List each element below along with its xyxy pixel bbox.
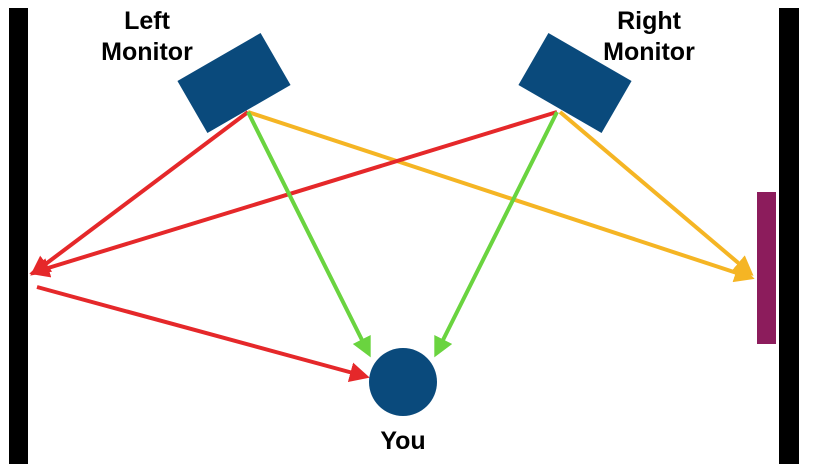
left-monitor-label: Left Monitor xyxy=(92,6,202,68)
arrow-right-monitor-to-left-wall xyxy=(29,110,558,278)
arrow-left-wall-reflection-to-you xyxy=(36,285,370,382)
right-monitor-label-line1: Right xyxy=(617,7,681,35)
right-monitor-label: Right Monitor xyxy=(594,6,704,68)
right-wall xyxy=(779,8,799,464)
left-monitor-label-line1: Left xyxy=(124,7,170,35)
arrow-left-monitor-to-right-panel xyxy=(247,110,755,283)
right-monitor-label-line2: Monitor xyxy=(603,38,695,66)
left-monitor xyxy=(177,33,291,133)
arrow-right-monitor-to-right-panel xyxy=(558,110,754,276)
arrow-right-monitor-to-you xyxy=(434,111,559,358)
you-label: You xyxy=(380,427,426,455)
wall-panel xyxy=(757,192,776,344)
right-monitor xyxy=(518,33,632,133)
arrow-left-monitor-to-left-wall xyxy=(30,110,250,276)
you-marker xyxy=(369,348,437,416)
arrow-left-monitor-to-you xyxy=(246,111,371,358)
left-wall xyxy=(9,8,28,464)
left-monitor-label-line2: Monitor xyxy=(101,38,193,66)
